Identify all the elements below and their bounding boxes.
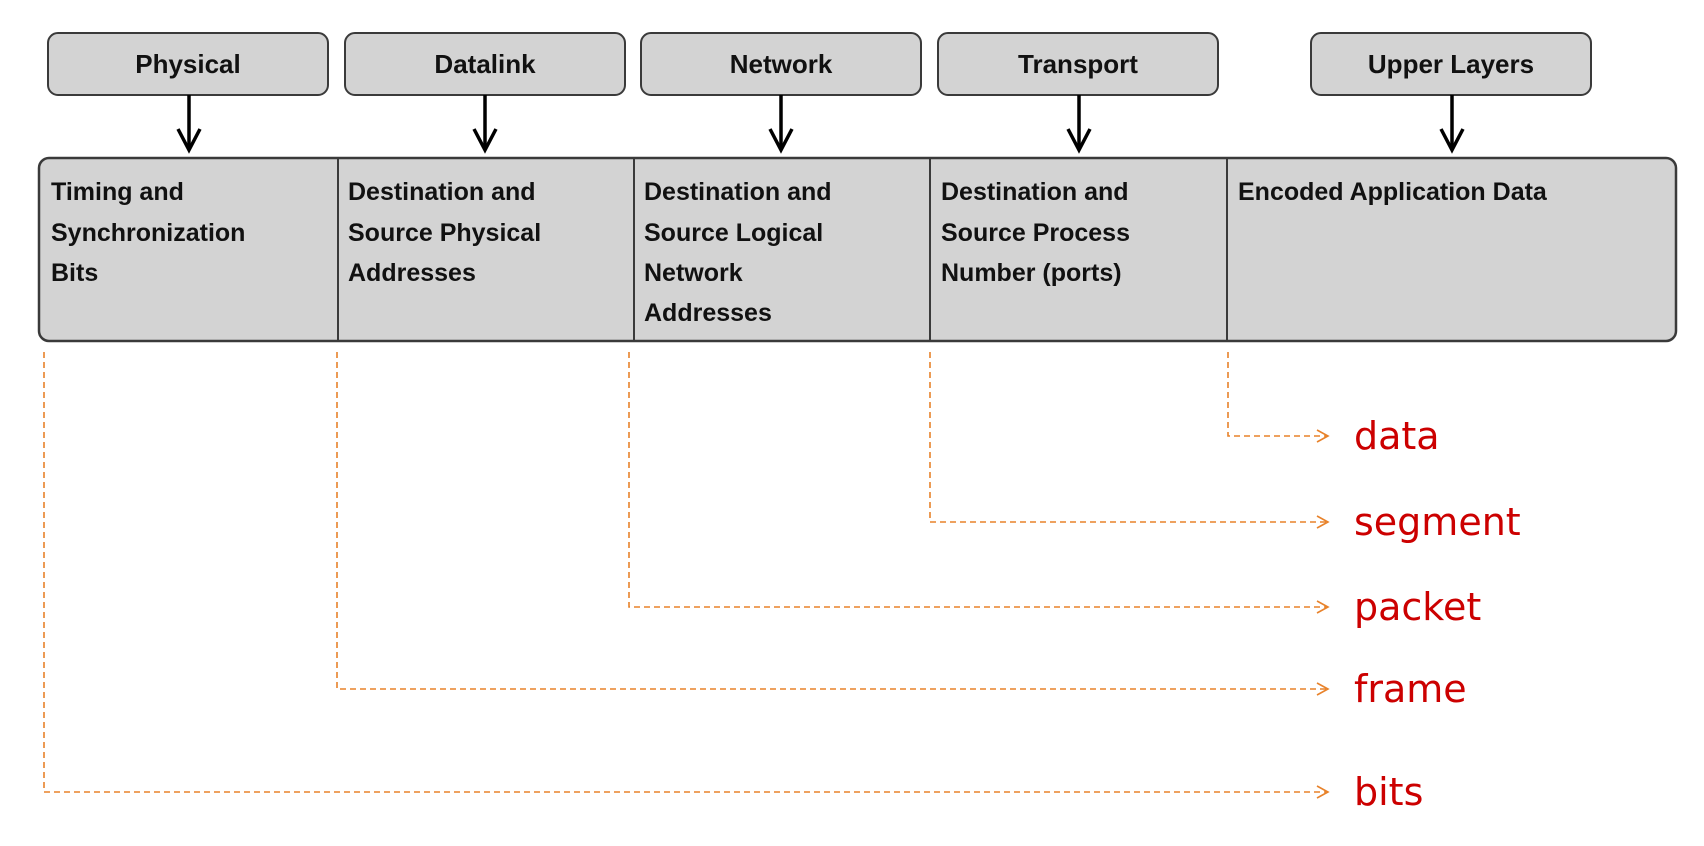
layer-label-transport: Transport <box>1018 49 1138 79</box>
pdu-label-packet: packet <box>1354 585 1481 629</box>
field-datalink-line-2: Source Physical <box>348 219 541 247</box>
header-fields-rect <box>37 156 1678 343</box>
layer-box-datalink: Datalink <box>344 32 626 96</box>
layer-label-upper-layers: Upper Layers <box>1368 49 1534 79</box>
pdu-label-bits: bits <box>1354 770 1423 814</box>
down-arrow-datalink <box>472 95 498 154</box>
layer-box-transport: Transport <box>937 32 1219 96</box>
pdu-labels: data segment packet frame bits <box>1354 414 1521 814</box>
field-upper-layers-line-1: Encoded Application Data <box>1238 178 1548 206</box>
field-network-line-2: Source Logical <box>644 219 823 247</box>
field-transport-line-3: Number (ports) <box>941 259 1122 287</box>
field-physical-line-1: Timing and <box>51 178 184 206</box>
field-datalink-line-3: Addresses <box>348 259 476 287</box>
down-arrow-transport <box>1066 95 1092 154</box>
down-arrow-physical <box>176 95 202 154</box>
field-datalink: Destination and Source Physical Addresse… <box>348 178 541 287</box>
layer-label-datalink: Datalink <box>434 49 536 79</box>
connector-bits <box>43 352 1330 799</box>
down-arrows <box>176 95 1465 154</box>
connector-packet <box>628 352 1330 614</box>
field-network-line-1: Destination and <box>644 178 832 206</box>
field-network-line-3: Network <box>644 259 743 287</box>
connector-frame <box>336 352 1330 696</box>
header-fields-box: Timing and Synchronization Bits Destinat… <box>37 156 1678 343</box>
pdu-label-data: data <box>1354 414 1440 458</box>
field-physical-line-2: Synchronization <box>51 219 245 247</box>
field-physical: Timing and Synchronization Bits <box>51 178 245 287</box>
connector-data <box>1227 352 1330 443</box>
layer-label-physical: Physical <box>135 49 241 79</box>
field-upper-layers: Encoded Application Data <box>1238 178 1548 206</box>
layer-boxes: Physical Datalink Network Transport Uppe… <box>47 32 1592 96</box>
field-transport: Destination and Source Process Number (p… <box>941 178 1130 287</box>
layer-box-physical: Physical <box>47 32 329 96</box>
field-transport-line-1: Destination and <box>941 178 1129 206</box>
layer-box-upper-layers: Upper Layers <box>1310 32 1592 96</box>
layer-label-network: Network <box>730 49 833 79</box>
encapsulation-connectors <box>43 352 1330 799</box>
field-physical-line-3: Bits <box>51 259 98 287</box>
down-arrow-upper-layers <box>1439 95 1465 154</box>
layer-box-network: Network <box>640 32 922 96</box>
field-datalink-line-1: Destination and <box>348 178 536 206</box>
pdu-label-segment: segment <box>1354 500 1521 544</box>
connector-segment <box>929 352 1330 529</box>
field-transport-line-2: Source Process <box>941 219 1130 247</box>
field-network: Destination and Source Logical Network A… <box>644 178 832 327</box>
down-arrow-network <box>768 95 794 154</box>
pdu-label-frame: frame <box>1354 667 1467 711</box>
field-network-line-4: Addresses <box>644 299 772 327</box>
